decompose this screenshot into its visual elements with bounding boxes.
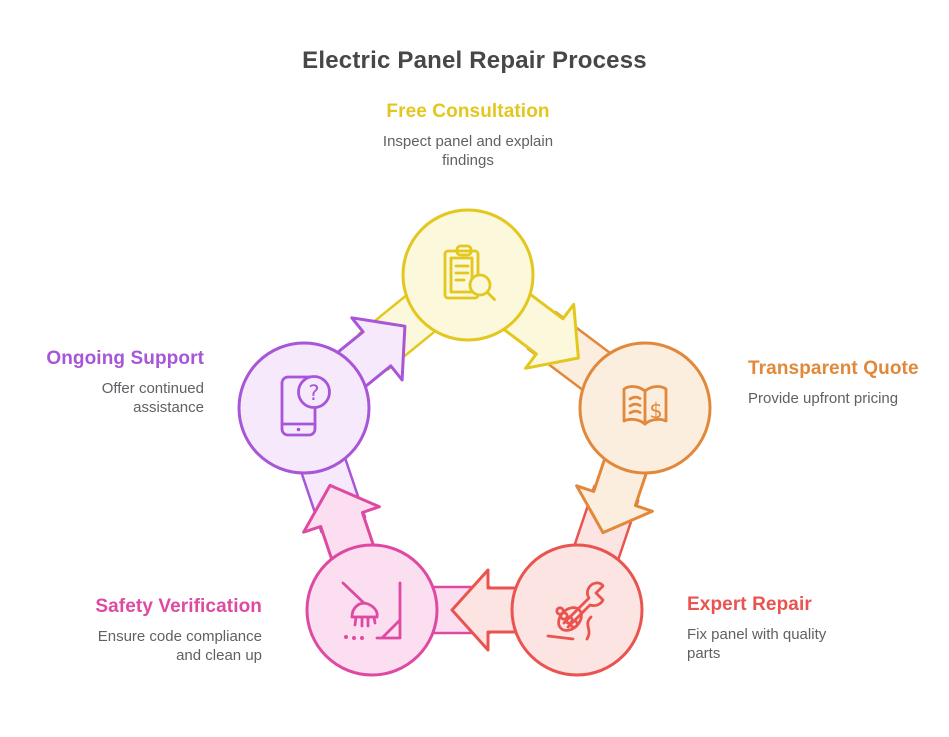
step-description: Inspect panel and explain findings (382, 133, 554, 169)
step-label-quote: Transparent Quote Provide upfront pricin… (748, 358, 933, 408)
broom-clean-icon (341, 581, 402, 640)
step-description: Provide upfront pricing (748, 390, 899, 407)
step-title: Free Consultation (386, 101, 550, 122)
step-label-safety: Safety Verification Ensure code complian… (84, 596, 262, 665)
step-title: Ongoing Support (46, 348, 204, 369)
page-title: Electric Panel Repair Process (302, 47, 647, 74)
phone-question-icon: ? (280, 375, 331, 437)
step-description: Ensure code compliance and clean up (97, 628, 262, 664)
step-title: Transparent Quote (748, 358, 919, 379)
step-circle-safety (305, 543, 439, 677)
flow-arrow-safety-to-support (302, 483, 381, 565)
flow-arrow-quote-to-repair (575, 453, 654, 535)
step-circle-support (237, 341, 371, 475)
step-title: Expert Repair (687, 594, 812, 615)
step-circle-consultation (401, 208, 535, 342)
flow-arrow-repair-to-safety (450, 568, 522, 652)
step-title: Safety Verification (95, 596, 262, 617)
step-description: Offer continued assistance (101, 380, 204, 416)
svg-text:$: $ (649, 399, 662, 423)
clipboard-search-icon (443, 244, 496, 301)
step-icons: $ (280, 244, 668, 641)
step-label-consultation: Free Consultation Inspect panel and expl… (348, 101, 588, 170)
step-label-support: Ongoing Support Offer continued assistan… (46, 348, 204, 417)
hand-wrench-icon (546, 581, 605, 641)
step-label-repair: Expert Repair Fix panel with quality par… (687, 594, 842, 663)
svg-text:?: ? (308, 381, 319, 405)
step-description: Fix panel with quality parts (687, 626, 827, 662)
book-dollar-icon: $ (622, 385, 668, 426)
